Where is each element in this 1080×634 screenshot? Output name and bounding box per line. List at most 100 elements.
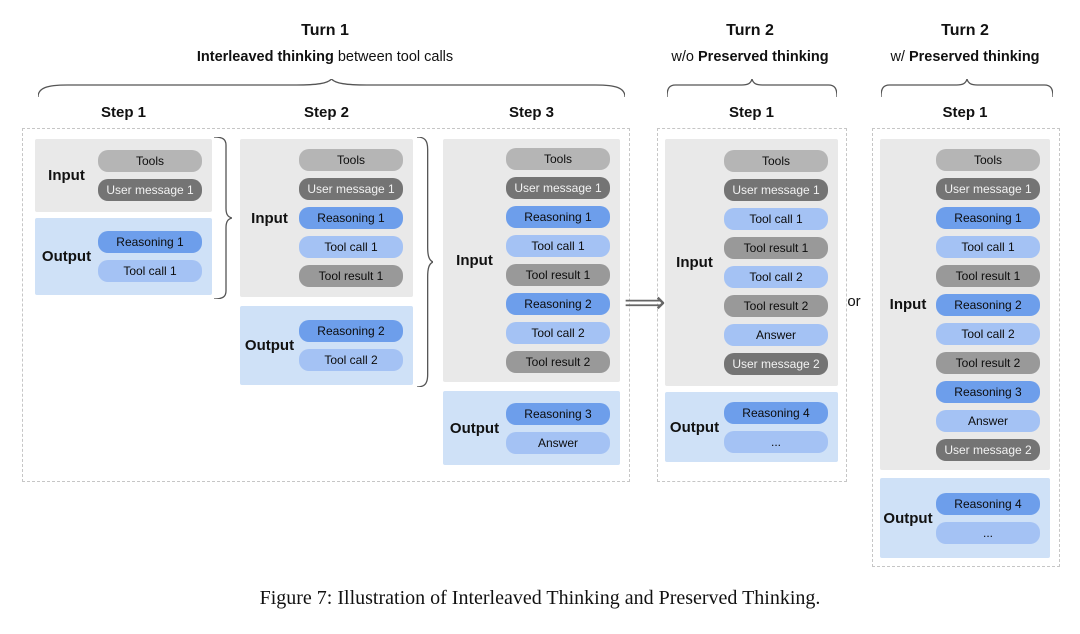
turn1-subtitle: Interleaved thinking between tool calls bbox=[22, 49, 628, 65]
step-label-turn2-wo-step1: Step 1 bbox=[728, 104, 774, 121]
user-message-pill: User message 2 bbox=[724, 353, 828, 375]
reasoning-pill: Reasoning 2 bbox=[936, 293, 1040, 316]
step-label-turn1-step2: Step 2 bbox=[303, 104, 349, 121]
tool-result-pill: Tool result 2 bbox=[506, 351, 610, 373]
user-message-pill: User message 1 bbox=[98, 179, 202, 201]
or-label: or bbox=[847, 293, 861, 310]
subtitle-segment: Preserved thinking bbox=[908, 49, 1040, 65]
turn1-title: Turn 1 bbox=[301, 22, 349, 39]
tool-result-pill: Tool result 2 bbox=[936, 351, 1040, 374]
ellipsis-pill: ... bbox=[936, 521, 1040, 544]
output-pill-list: Reasoning 1 Tool call 1 bbox=[98, 231, 202, 282]
tool-result-pill: Tool result 1 bbox=[724, 237, 828, 259]
reasoning-pill: Reasoning 4 bbox=[724, 401, 828, 424]
input-label: Input bbox=[48, 167, 85, 184]
turn2-w-title: Turn 2 bbox=[941, 22, 989, 39]
output-pill-list: Reasoning 4... bbox=[724, 401, 828, 453]
turn2-w-header: Turn 2 w/ Preserved thinking bbox=[866, 22, 1064, 65]
turn1-overbrace bbox=[38, 79, 625, 97]
turn2-w-subtitle: w/ Preserved thinking bbox=[866, 49, 1064, 65]
tool-call-pill: Tool call 2 bbox=[936, 322, 1040, 345]
answer-pill: Answer bbox=[936, 409, 1040, 432]
turn2-wo-title: Turn 2 bbox=[726, 22, 774, 39]
step-label-turn1-step3: Step 3 bbox=[508, 104, 554, 121]
turn2-wo-subtitle: w/o Preserved thinking bbox=[650, 49, 850, 65]
output-label: Output bbox=[669, 418, 720, 436]
reasoning-pill: Reasoning 1 bbox=[936, 206, 1040, 229]
tool-call-pill: Tool call 1 bbox=[506, 235, 610, 257]
step-label-turn2-w-step1: Step 1 bbox=[942, 104, 988, 121]
reasoning-pill: Reasoning 1 bbox=[506, 206, 610, 228]
turn2-wo-group-box bbox=[657, 128, 847, 482]
user-message-pill: User message 2 bbox=[936, 438, 1040, 461]
user-message-pill: User message 1 bbox=[506, 177, 610, 199]
subtitle-segment: w/ bbox=[890, 49, 909, 65]
tool-call-pill: Tool call 1 bbox=[98, 260, 202, 282]
turn1-header: Turn 1 Interleaved thinking between tool… bbox=[22, 22, 628, 65]
output-pill-list: Reasoning 4... bbox=[936, 492, 1040, 544]
input-label: Input bbox=[676, 254, 713, 271]
implies-arrow-icon: ⟹ bbox=[624, 285, 666, 319]
turn2-wo-header: Turn 2 w/o Preserved thinking bbox=[650, 22, 850, 65]
input-label: Input bbox=[251, 209, 288, 227]
reasoning-pill: Reasoning 3 bbox=[936, 380, 1040, 403]
tool-result-pill: Tool result 1 bbox=[299, 265, 403, 287]
tool-result-pill: Tool result 1 bbox=[936, 264, 1040, 287]
output-label: Output bbox=[244, 337, 295, 354]
user-message-pill: User message 1 bbox=[724, 179, 828, 201]
tool-call-pill: Tool call 1 bbox=[299, 236, 403, 258]
input-label: Input bbox=[456, 252, 493, 269]
answer-pill: Answer bbox=[506, 431, 610, 454]
subtitle-segment: Preserved thinking bbox=[698, 49, 829, 65]
tools-pill: Tools bbox=[506, 148, 610, 170]
turn2-w-overbrace bbox=[881, 79, 1053, 97]
figure-caption: Figure 7: Illustration of Interleaved Th… bbox=[259, 587, 821, 609]
tool-call-pill: Tool call 2 bbox=[724, 266, 828, 288]
turn2-wo-step1-output-block: Output Reasoning 4... bbox=[665, 392, 838, 462]
reasoning-pill: Reasoning 1 bbox=[299, 207, 403, 229]
turn1-step1-output-block: Output Reasoning 1 Tool call 1 bbox=[35, 218, 212, 295]
tool-call-pill: Tool call 1 bbox=[936, 235, 1040, 258]
subtitle-segment: Interleaved thinking bbox=[196, 49, 334, 65]
turn2-w-group-box bbox=[872, 128, 1060, 567]
reasoning-pill: Reasoning 4 bbox=[936, 492, 1040, 515]
ellipsis-pill: ... bbox=[724, 430, 828, 453]
answer-pill: Answer bbox=[724, 324, 828, 346]
input-label: Input bbox=[889, 296, 927, 313]
tools-pill: Tools bbox=[936, 148, 1040, 171]
reasoning-pill: Reasoning 1 bbox=[98, 231, 202, 253]
tool-result-pill: Tool result 2 bbox=[724, 295, 828, 317]
step1-to-step2-brace bbox=[214, 137, 232, 299]
subtitle-segment: between tool calls bbox=[333, 49, 454, 65]
step-label-turn1-step1: Step 1 bbox=[100, 104, 146, 121]
subtitle-segment: w/o bbox=[671, 49, 699, 65]
turn2-w-step1-output-block: Output Reasoning 4... bbox=[880, 478, 1050, 558]
output-label: Output bbox=[883, 509, 933, 527]
user-message-pill: User message 1 bbox=[936, 177, 1040, 200]
tools-pill: Tools bbox=[724, 150, 828, 172]
tool-call-pill: Tool call 2 bbox=[506, 322, 610, 344]
tools-pill: Tools bbox=[299, 149, 403, 171]
output-label: Output bbox=[41, 248, 92, 265]
tool-call-pill: Tool call 2 bbox=[299, 349, 403, 371]
reasoning-pill: Reasoning 2 bbox=[506, 293, 610, 315]
tool-call-pill: Tool call 1 bbox=[724, 208, 828, 230]
tool-result-pill: Tool result 1 bbox=[506, 264, 610, 286]
step2-to-step3-brace bbox=[417, 137, 433, 387]
output-label: Output bbox=[449, 419, 500, 437]
